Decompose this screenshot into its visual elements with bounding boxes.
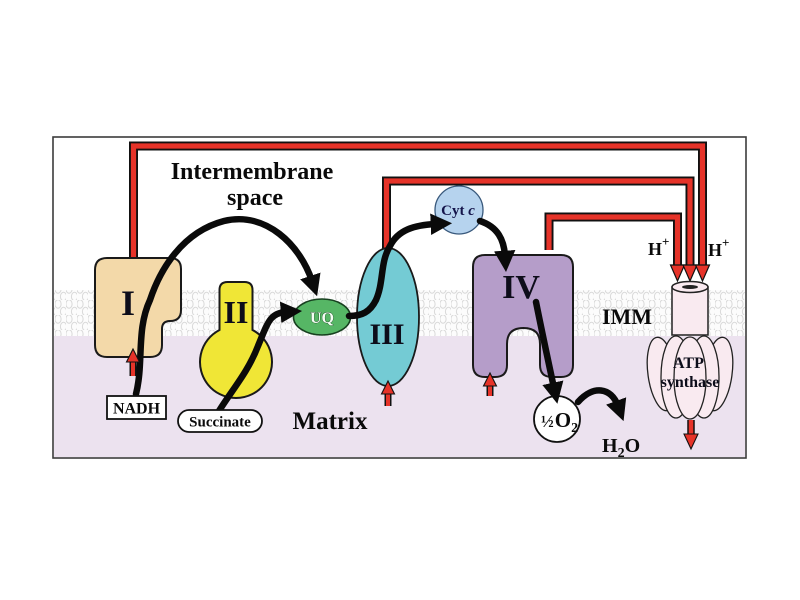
complex-iv-label: IV <box>502 269 540 306</box>
arrow-iv-to-oxygen <box>532 298 564 404</box>
imm-label: IMM <box>602 304 652 329</box>
proton-path-lines <box>129 141 711 283</box>
intermembrane-space-label: Intermembrane space <box>171 159 340 211</box>
cytochrome-c-label: Cyt c <box>441 203 475 219</box>
arrow-succinate-to-uq <box>215 301 303 415</box>
succinate-pill: Succinate <box>177 409 263 433</box>
proton-arrowhead <box>669 264 686 283</box>
h-plus-left-label: H+ <box>648 234 669 259</box>
proton-arrowhead <box>694 264 711 283</box>
arrow-uq-to-cytc <box>345 213 453 320</box>
proton-arrowhead <box>682 264 698 283</box>
complex-iii-shape <box>356 247 420 387</box>
complex-iii-label: III <box>369 318 404 351</box>
nadh-box: NADH <box>106 395 167 420</box>
atp-synthase-stalk <box>671 286 709 336</box>
complex-i-label: I <box>121 283 135 323</box>
arrow-oxygen-to-water <box>574 387 627 422</box>
matrix-label: Matrix <box>293 408 368 435</box>
atp-synthase-label: ATP synthase <box>661 355 720 391</box>
atp-synthase: ATP synthase <box>646 280 734 420</box>
proton-exit-arrow-atp-synthase <box>683 420 699 451</box>
proton-line-complex4 <box>546 214 681 267</box>
arrow-cytc-to-iv <box>476 217 516 273</box>
proton-line-complex3 <box>383 178 693 267</box>
water-label: H2O <box>602 435 640 461</box>
proton-uptake-arrow-complex1 <box>125 347 141 376</box>
arrow-nadh-to-uq <box>132 216 321 398</box>
complex-ii-label: II <box>224 294 249 330</box>
matrix-proton-arrows <box>125 347 699 451</box>
proton-line-complex1 <box>130 143 706 267</box>
complex-ii-shape <box>199 281 273 399</box>
stalk-opening <box>682 285 698 289</box>
h-plus-right-label: H+ <box>708 235 729 260</box>
nadh-label: NADH <box>113 401 161 418</box>
proton-uptake-arrow-complex4 <box>482 371 498 396</box>
electron-flow-arrows <box>132 213 627 422</box>
uq-label: UQ <box>310 310 334 327</box>
half-oxygen-label: ½O2 <box>541 408 578 436</box>
succinate-label: Succinate <box>189 415 251 431</box>
proton-uptake-arrow-complex3 <box>380 379 396 406</box>
